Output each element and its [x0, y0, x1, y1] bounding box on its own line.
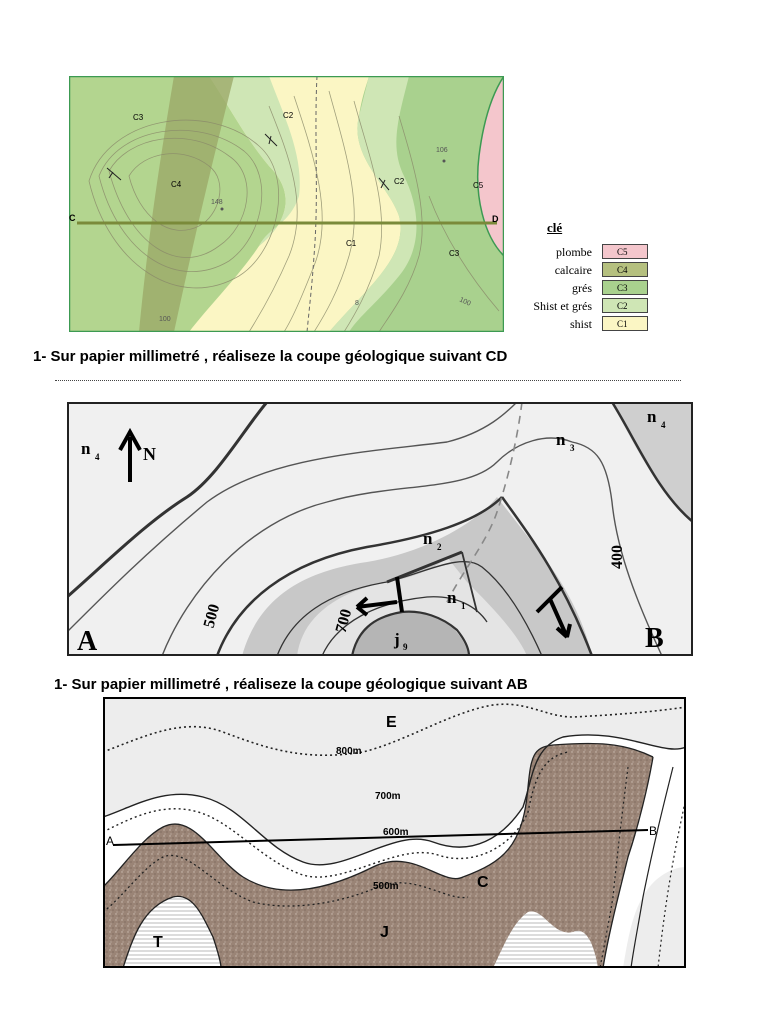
- contour-label: 500m: [373, 881, 399, 892]
- unit-label: C4: [171, 180, 182, 189]
- point-d-label: D: [492, 214, 499, 224]
- legend-label: grés: [572, 281, 592, 295]
- layer-sub: 9: [403, 642, 408, 652]
- layer-label: J: [380, 924, 389, 941]
- layer-label: n: [423, 529, 433, 548]
- legend-row: calcaire C4: [520, 261, 650, 279]
- geologic-map-cd: C3 C2 C4 C2 C5 C1 C3 C D 148 106 100 100…: [69, 76, 504, 332]
- layer-label: n: [647, 407, 657, 426]
- question-cd: 1- Sur papier millimetré , réaliseze la …: [33, 348, 508, 365]
- unit-label: C3: [449, 249, 460, 258]
- north-label: N: [143, 444, 156, 464]
- layer-label: C: [477, 874, 489, 891]
- legend-row: plombe C5: [520, 243, 650, 261]
- legend-swatch: C5: [602, 244, 648, 259]
- layer-sub: 1: [461, 601, 466, 611]
- unit-label: C5: [473, 181, 484, 190]
- contour-label: 500: [201, 602, 224, 630]
- legend-row: Shist et grés C2: [520, 297, 650, 315]
- legend-row: grés C3: [520, 279, 650, 297]
- contour-label: 800m: [336, 746, 362, 757]
- question-ab: 1- Sur papier millimetré , réaliseze la …: [54, 676, 528, 693]
- layer-label: j: [393, 630, 400, 649]
- layer-label: n: [556, 430, 566, 449]
- legend-title: clé: [547, 220, 563, 235]
- geologic-map-ab-1: N n 4 n 3 n 2 n 1 n 4 j 9 500 700 400 A …: [67, 402, 693, 656]
- contour-label: 106: [436, 147, 448, 154]
- layer-label: n: [81, 439, 91, 458]
- legend-label: Shist et grés: [533, 299, 592, 313]
- unit-label: C1: [346, 239, 357, 248]
- contour-label: 600m: [383, 827, 409, 838]
- contour-label: 700m: [375, 791, 401, 802]
- contour-label: 400: [609, 545, 626, 569]
- point-b-label: B: [649, 824, 657, 838]
- point-c-label: C: [69, 213, 76, 223]
- layer-sub: 3: [570, 443, 575, 453]
- contour-label: 8: [355, 300, 359, 307]
- legend-swatch: C4: [602, 262, 648, 277]
- contour-label: 100: [458, 296, 472, 307]
- contour-label: 100: [159, 316, 171, 323]
- contour-label: 148: [211, 199, 223, 206]
- layer-label: n: [447, 588, 457, 607]
- unit-label: C2: [283, 111, 294, 120]
- geologic-map-ab-2: E C J T 800m 700m 600m 500m A B: [103, 697, 686, 968]
- contour-label: 700: [333, 607, 356, 635]
- legend-swatch: C2: [602, 298, 648, 313]
- legend-row: shist C1: [520, 315, 650, 333]
- point-b-label: B: [645, 623, 664, 654]
- layer-sub: 4: [95, 452, 100, 462]
- layer-sub: 2: [437, 542, 442, 552]
- layer-sub: 4: [661, 420, 666, 430]
- unit-label: C2: [394, 177, 405, 186]
- legend-label: plombe: [556, 245, 592, 259]
- point-a-label: A: [106, 834, 114, 848]
- legend-swatch: C1: [602, 316, 648, 331]
- unit-label: C3: [133, 113, 144, 122]
- legend-swatch: C3: [602, 280, 648, 295]
- legend-label: calcaire: [554, 263, 592, 277]
- answer-dotted-line: [55, 372, 681, 381]
- layer-label: T: [153, 934, 163, 951]
- legend-label: shist: [569, 317, 592, 331]
- layer-label: E: [386, 714, 397, 731]
- point-a-label: A: [77, 626, 98, 656]
